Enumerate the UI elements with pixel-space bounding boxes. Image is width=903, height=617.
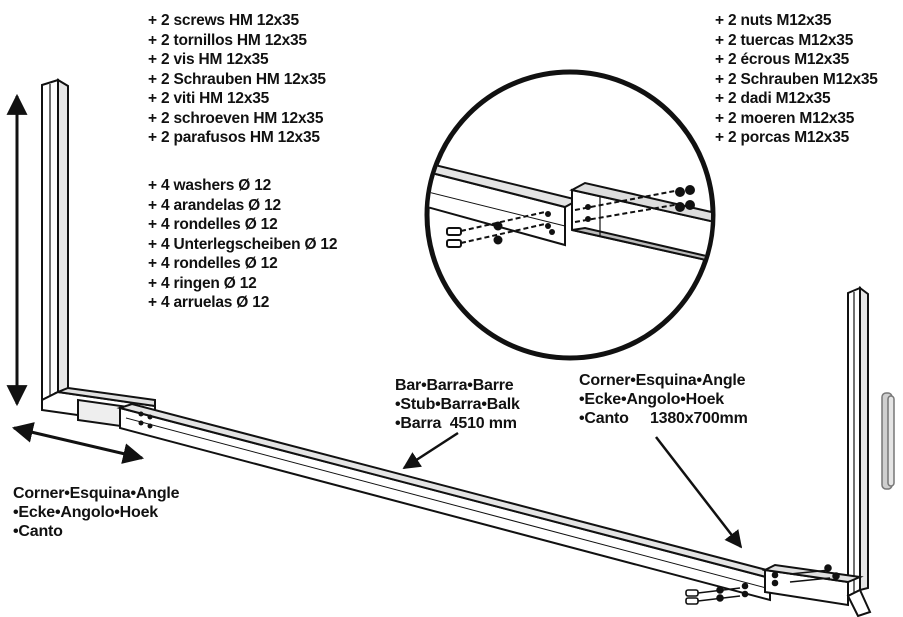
bar-label-line: •Stub•Barra•Balk — [395, 396, 520, 413]
bar-pointer-arrow — [402, 431, 459, 470]
left-corner-post — [41, 78, 69, 402]
long-bar — [116, 402, 786, 602]
width-dimension-arrow — [11, 422, 145, 464]
washers-line: + 4 arruelas Ø 12 — [148, 294, 270, 311]
bar-label-line: •Barra 4510 mm — [395, 415, 517, 432]
nuts-line: + 2 dadi M12x35 — [715, 90, 831, 107]
washers-line: + 4 washers Ø 12 — [148, 177, 272, 194]
screws-line: + 2 screws HM 12x35 — [148, 12, 299, 29]
corner-left-label-line: Corner•Esquina•Angle — [13, 485, 180, 502]
screws-line: + 2 viti HM 12x35 — [148, 90, 270, 107]
corner-left-label-line: •Ecke•Angolo•Hoek — [13, 504, 158, 521]
bar-label: Bar•Barra•Barre •Stub•Barra•Balk •Barra … — [395, 376, 520, 433]
washers-line: + 4 ringen Ø 12 — [148, 274, 257, 292]
washers-line: + 4 rondelles Ø 12 — [148, 216, 278, 233]
corner-left-label-line: •Canto — [13, 523, 63, 540]
screws-line: + 2 tornillos HM 12x35 — [148, 31, 307, 49]
corner-right-label-line: •Canto 1380x700mm — [579, 410, 748, 427]
right-bolts — [685, 564, 840, 605]
nuts-line: + 2 nuts M12x35 — [715, 12, 832, 29]
nuts-line: + 2 écrous M12x35 — [715, 51, 850, 68]
washers-line: + 4 arandelas Ø 12 — [148, 196, 281, 214]
corner-right-label: Corner•Esquina•Angle •Ecke•Angolo•Hoek •… — [579, 371, 748, 428]
nuts-line: + 2 Schrauben M12x35 — [715, 70, 878, 88]
bar-label-line: Bar•Barra•Barre — [395, 377, 514, 394]
nuts-line: + 2 moeren M12x35 — [715, 109, 855, 127]
corner-right-label-line: Corner•Esquina•Angle — [579, 372, 746, 389]
screws-line: + 2 Schrauben HM 12x35 — [148, 70, 326, 88]
detail-magnifier — [424, 69, 716, 361]
nuts-list: + 2 nuts M12x35 + 2 tuercas M12x35 + 2 é… — [715, 11, 878, 148]
corner-right-label-line: •Ecke•Angolo•Hoek — [579, 391, 724, 408]
screws-line: + 2 parafusos HM 12x35 — [148, 129, 320, 146]
washers-line: + 4 rondelles Ø 12 — [148, 255, 278, 272]
corner-left-label: Corner•Esquina•Angle •Ecke•Angolo•Hoek •… — [13, 484, 180, 541]
washers-line: + 4 Unterlegscheiben Ø 12 — [148, 235, 338, 253]
corner-pointer-arrow — [655, 436, 743, 549]
right-corner-leg — [761, 563, 872, 617]
nuts-line: + 2 porcas M12x35 — [715, 129, 850, 146]
screws-list: + 2 screws HM 12x35 + 2 tornillos HM 12x… — [148, 11, 326, 148]
screws-line: + 2 vis HM 12x35 — [148, 51, 269, 68]
washers-list: + 4 washers Ø 12 + 4 arandelas Ø 12 + 4 … — [148, 176, 337, 313]
screws-line: + 2 schroeven HM 12x35 — [148, 109, 324, 127]
side-bracket-part — [881, 392, 895, 490]
right-corner-post — [847, 286, 869, 598]
nuts-line: + 2 tuercas M12x35 — [715, 31, 854, 49]
